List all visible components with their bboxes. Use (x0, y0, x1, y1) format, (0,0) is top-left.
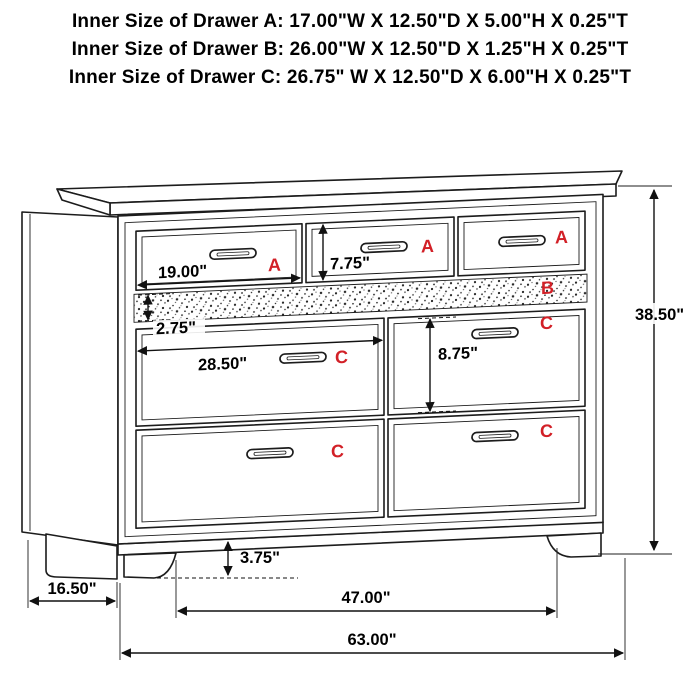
drawer-c-right-top (387, 308, 586, 416)
dim-depth: 16.50" (27, 540, 118, 608)
dim-foot-height: 3.75" (150, 540, 298, 579)
dresser-left-side (21, 211, 119, 580)
dim-drawer-a-height: 7.75" (318, 223, 370, 281)
dim-text-drawer-c-width: 28.50" (198, 354, 247, 374)
top-left-end (56, 188, 111, 216)
drawer-handle-icon (209, 247, 257, 261)
dim-text-overall-width: 63.00" (347, 631, 396, 649)
drawer-handle-icon (360, 240, 408, 254)
dim-text-foot-height: 3.75" (240, 549, 280, 567)
dim-text-drawer-c-height: 8.75" (438, 344, 478, 364)
drawer-c-left-bottom (135, 418, 385, 529)
dim-between-legs: 47.00" (175, 548, 558, 618)
drawer-handle-icon (498, 234, 546, 248)
label-drawer-a2: A (421, 236, 434, 257)
label-drawer-c-left-bottom: C (331, 441, 344, 462)
label-drawer-a1: A (268, 255, 281, 276)
front-left-foot (123, 552, 177, 579)
dim-drawer-a-width: 19.00" (136, 262, 302, 290)
label-drawer-a3: A (555, 227, 568, 248)
drawer-handle-icon (246, 447, 294, 460)
label-drawer-b: B (541, 278, 554, 299)
drawer-b-sparkle-strip (133, 273, 588, 323)
dim-text-drawer-b-height: 2.75" (156, 319, 196, 339)
front-right-foot (546, 532, 602, 558)
dim-text-between-legs: 47.00" (341, 589, 390, 607)
spec-line-drawer-a: Inner Size of Drawer A: 17.00"W X 12.50"… (71, 11, 629, 32)
drawer-handle-icon (471, 327, 519, 340)
dresser-top (56, 170, 623, 216)
spec-line-drawer-c: Inner Size of Drawer C: 26.75" W X 12.50… (68, 67, 632, 88)
dim-drawer-c-width: 28.50" (136, 335, 384, 374)
label-drawer-c-right-top: C (540, 313, 553, 334)
left-side-panel (21, 211, 119, 546)
dresser-front-face: A A A B C C C C 19.00" 7.75" 2.75" (117, 193, 604, 545)
dim-overall-width: 63.00" (119, 558, 626, 660)
dim-text-drawer-a-width: 19.00" (158, 262, 207, 282)
dim-drawer-c-height: 8.75" (418, 316, 478, 414)
dim-text-depth: 16.50" (47, 580, 96, 598)
drawer-handle-icon (471, 430, 519, 443)
dim-drawer-b-height: 2.75" (138, 293, 205, 339)
dim-overall-height: 38.50" (598, 185, 696, 555)
drawer-handle-icon (279, 351, 327, 364)
spec-header: Inner Size of Drawer A: 17.00"W X 12.50"… (0, 8, 700, 92)
label-drawer-c-left-top: C (335, 347, 348, 368)
back-left-foot (45, 533, 118, 580)
label-drawer-c-right-bottom: C (540, 421, 553, 442)
dresser-base (117, 521, 604, 579)
dim-text-overall-height: 38.50" (635, 306, 684, 324)
dim-text-drawer-a-height: 7.75" (330, 254, 370, 274)
drawer-c-right-bottom (387, 409, 586, 518)
front-frame-inner (124, 201, 597, 538)
spec-line-drawer-b: Inner Size of Drawer B: 26.00"W X 12.50"… (71, 39, 629, 60)
